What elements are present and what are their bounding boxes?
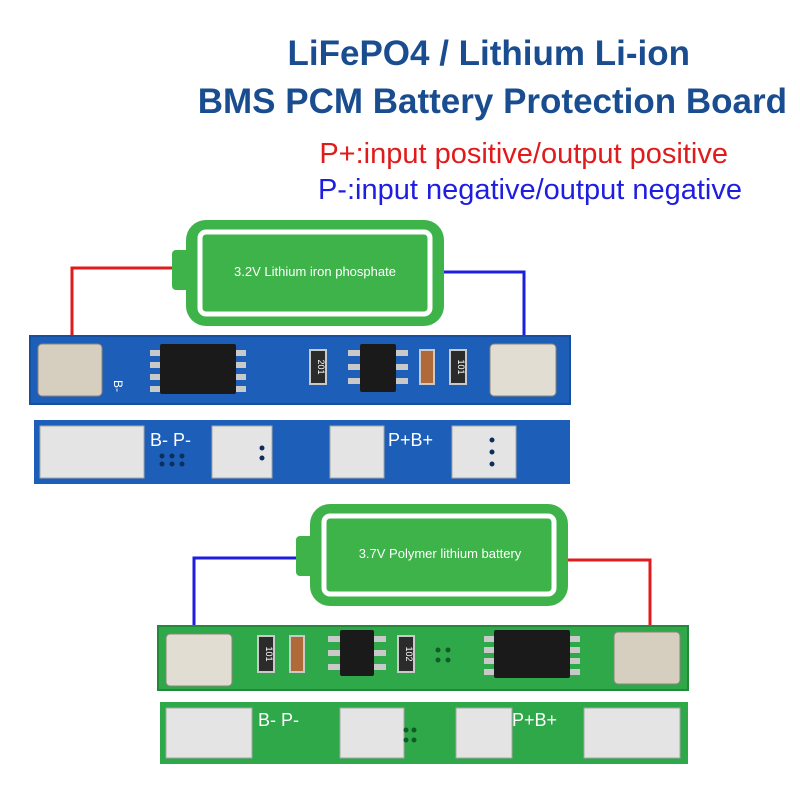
- board2-battery-label: 3.7V Polymer lithium battery: [359, 546, 522, 561]
- board2-resistor-2-code: 102: [404, 646, 414, 661]
- board1-top-silk-bminus: B-: [111, 380, 125, 392]
- board1-bottom-label-left: B- P-: [150, 430, 191, 450]
- board1-resistor-2-code: 101: [456, 359, 466, 374]
- title-line-1: LiFePO4 / Lithium Li-ion: [287, 34, 690, 73]
- board1-battery-icon: 3.2V Lithium iron phosphate: [172, 220, 444, 326]
- board1-bottom-label-right: P+B+: [388, 430, 433, 450]
- positive-description: P+:input positive/output positive: [319, 138, 728, 170]
- board1-resistor-1-code: 201: [316, 359, 326, 374]
- title-line-2: BMS PCM Battery Protection Board: [197, 82, 787, 121]
- board1-top-pcb: B- 201 101: [29, 335, 571, 405]
- board2-battery-icon: 3.7V Polymer lithium battery: [296, 504, 568, 606]
- board1-battery-label: 3.2V Lithium iron phosphate: [234, 264, 396, 279]
- board1-bottom-pcb: B- P- P+B+: [34, 420, 570, 484]
- board2-top-pcb: 101 102: [157, 625, 689, 691]
- board2-bottom-label-right: P+B+: [512, 710, 557, 730]
- board2-bottom-label-left: B- P-: [258, 710, 299, 730]
- board2-bottom-pcb: B- P- P+B+: [160, 702, 688, 764]
- negative-description: P-:input negative/output negative: [317, 174, 742, 206]
- board2-resistor-1-code: 101: [264, 646, 274, 661]
